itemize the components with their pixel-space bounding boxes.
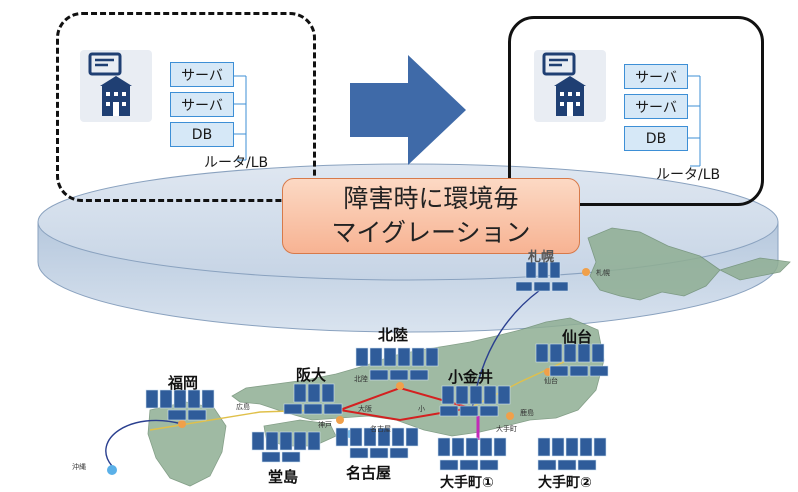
rack-cluster-handai	[283, 383, 343, 415]
db-box-right: DB	[624, 126, 688, 151]
server-box-1-left: サーバ	[170, 62, 234, 87]
site-label-hokuriku: 北陸	[378, 326, 409, 344]
city-label-sendai: 仙台	[544, 377, 558, 385]
city-label-nagoya: 名古屋	[370, 425, 391, 433]
rack-cluster-otemachi1	[437, 437, 507, 471]
site-label-fukuoka: 福岡	[168, 374, 199, 392]
router-label-right: ルータ/LB	[656, 167, 721, 183]
hokkaido-east-shape	[718, 257, 791, 281]
destination-environment-box	[508, 16, 764, 206]
city-label-otemachi: 大手町	[496, 425, 517, 433]
rack-cluster-hokuriku	[355, 347, 439, 381]
building-icon-left	[80, 50, 152, 122]
link-okinawa-fukuoka	[105, 419, 183, 467]
site-label-koganei: 小金井	[448, 368, 494, 386]
building-icon	[88, 52, 132, 116]
site-label-dojima: 堂島	[268, 468, 299, 486]
city-label-hokuriku: 北陸	[354, 375, 368, 383]
city-label-kobe: 神戸	[318, 421, 332, 429]
city-label-osaka: 大阪	[358, 405, 372, 413]
banner-line-2: マイグレーション	[331, 218, 531, 247]
server-box-2-right: サーバ	[624, 94, 688, 119]
rack-cluster-fukuoka	[145, 389, 215, 421]
server-box-1-right: サーバ	[624, 64, 688, 89]
site-label-nagoya: 名古屋	[346, 464, 392, 482]
db-box-left: DB	[170, 122, 234, 147]
rack-cluster-otemachi2	[537, 437, 607, 471]
rack-cluster-koganei	[439, 385, 511, 417]
city-label-hiroshima: 広島	[236, 403, 250, 411]
banner-line-1: 障害時に環境毎	[343, 184, 519, 213]
rack-cluster-dojima	[251, 431, 321, 463]
source-environment-box	[56, 12, 316, 202]
rack-cluster-nagoya	[335, 427, 419, 459]
hokkaido-shape	[587, 227, 721, 301]
site-label-otemachi2: 大手町②	[538, 475, 592, 491]
building-icon	[542, 52, 586, 116]
site-label-otemachi1: 大手町①	[440, 475, 494, 491]
city-label-kashima: 鹿島	[520, 409, 534, 417]
city-label-koganei: 小	[418, 405, 425, 413]
site-label-sendai: 仙台	[562, 328, 593, 346]
city-label-sapporo: 札幌	[596, 269, 610, 277]
site-label-handai: 阪大	[296, 366, 327, 384]
server-box-2-left: サーバ	[170, 92, 234, 117]
site-label-sapporo: 札幌	[528, 250, 555, 265]
rack-cluster-sendai	[535, 343, 609, 377]
rack-clusters	[145, 261, 609, 471]
building-icon-right	[534, 50, 606, 122]
city-label-okinawa: 沖縄	[72, 463, 86, 471]
migration-arrow	[350, 55, 466, 165]
rack-cluster-sapporo	[515, 261, 569, 292]
migration-banner: 障害時に環境毎 マイグレーション	[282, 178, 580, 254]
router-label-left: ルータ/LB	[204, 155, 269, 171]
